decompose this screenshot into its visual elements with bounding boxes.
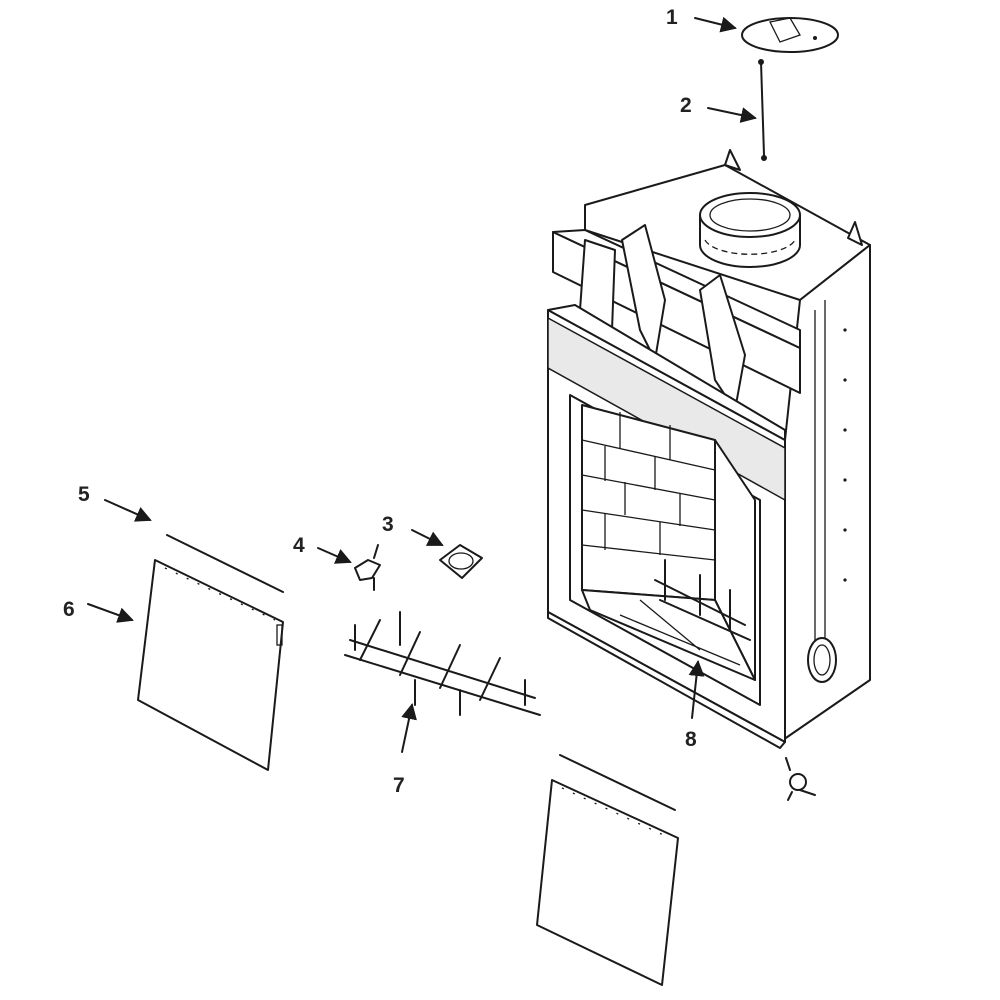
- part-6-panel: [137, 559, 284, 771]
- callout-2: 2: [680, 94, 692, 117]
- part-3-gasket: [439, 544, 483, 579]
- callout-4: 4: [293, 534, 305, 557]
- callout-arrows: [87, 16, 757, 753]
- part-5-rod: [166, 534, 284, 593]
- fireplace-body: [547, 149, 871, 749]
- brick-lines: [581, 412, 716, 561]
- part-2-rod: [758, 59, 767, 161]
- lower-panel: [536, 754, 679, 986]
- callout-7: 7: [393, 774, 405, 797]
- callout-5: 5: [78, 483, 90, 506]
- callout-1: 1: [666, 6, 678, 29]
- part-1-top-plate: [741, 17, 839, 53]
- part-7-grate: [344, 611, 541, 716]
- callout-6: 6: [63, 598, 75, 621]
- callout-8: 8: [685, 728, 697, 751]
- installed-grate: [654, 559, 751, 641]
- part-4-bracket: [354, 544, 381, 591]
- side-rivets: [843, 328, 847, 582]
- flue-collar: [699, 192, 801, 268]
- small-fitting: [785, 757, 816, 801]
- callout-3: 3: [382, 513, 394, 536]
